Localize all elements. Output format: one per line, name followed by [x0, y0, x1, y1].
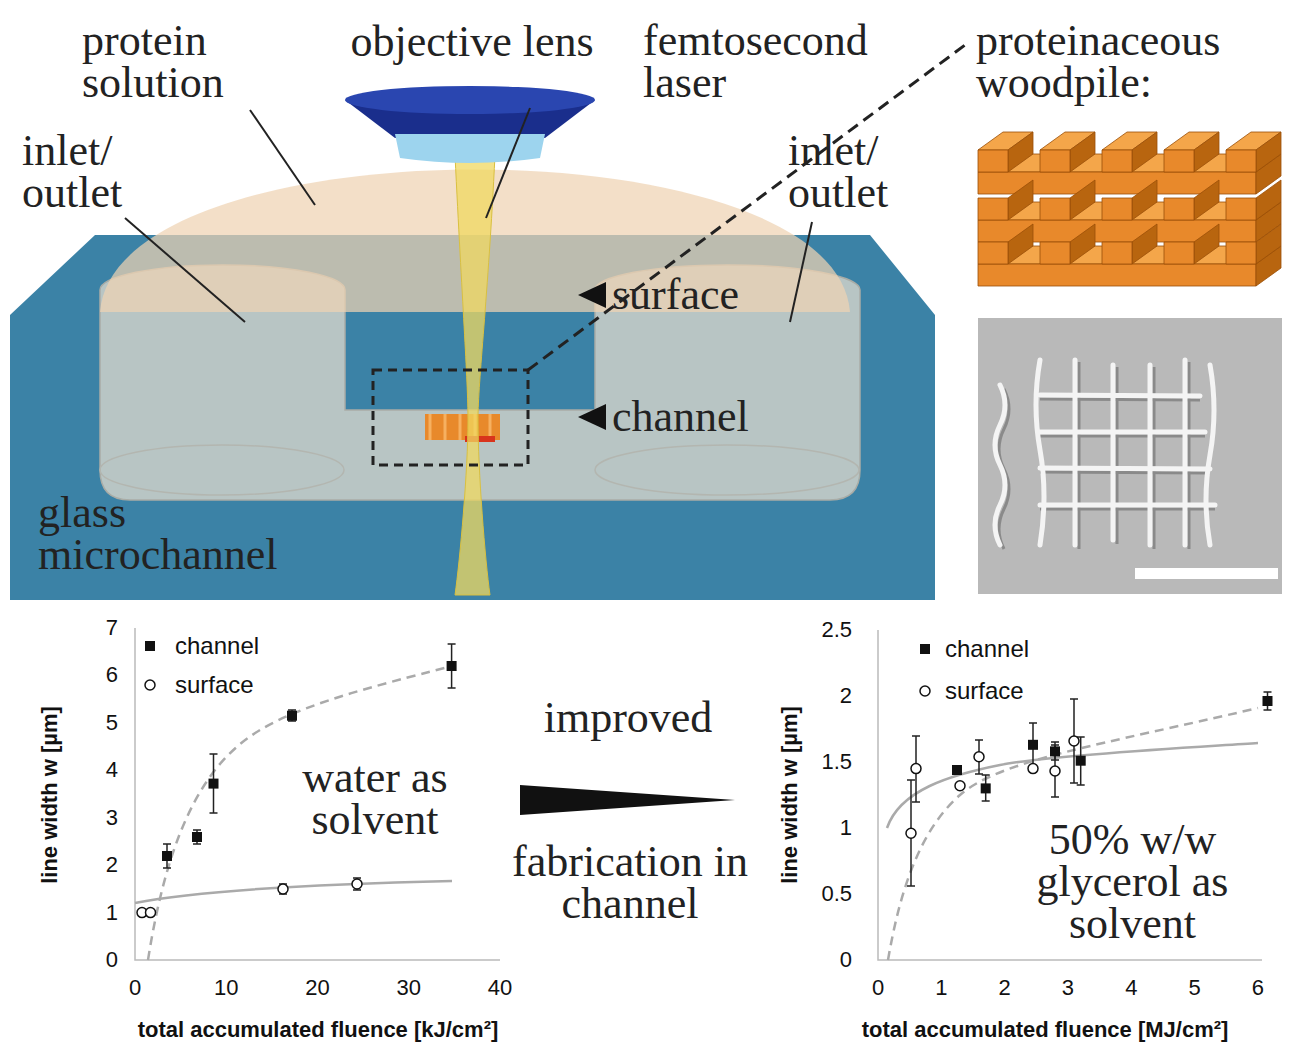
axis-title: line width w [µm]: [37, 706, 63, 884]
tick-label: 40: [488, 975, 512, 1001]
axis-title: total accumulated fluence [MJ/cm²]: [862, 1017, 1229, 1043]
pointer-triangle: [578, 404, 606, 430]
tick-label: 1: [935, 975, 947, 1001]
tick-label: 2: [106, 852, 118, 878]
tick-label: 4: [106, 757, 118, 783]
tick-label: 2.5: [821, 617, 852, 643]
callout-label: inlet/ outlet: [788, 130, 928, 214]
legend-label: surface: [175, 671, 254, 699]
callout-label: femtosecond laser: [643, 20, 933, 104]
tick-label: 2: [840, 683, 852, 709]
pointer-triangle: [578, 282, 606, 308]
legend-label: channel: [945, 635, 1029, 663]
leader-line: [125, 218, 245, 322]
tick-label: 3: [1062, 975, 1074, 1001]
chart-glycerol: [878, 630, 1273, 960]
chart-note: water as solvent: [265, 757, 485, 841]
callout-label: proteinaceous woodpile:: [976, 20, 1290, 104]
tick-label: 0.5: [821, 881, 852, 907]
tick-label: 5: [1189, 975, 1201, 1001]
callout-label: channel: [612, 396, 749, 438]
tick-label: 5: [106, 710, 118, 736]
laser-beam: [455, 155, 495, 595]
tick-label: 4: [1125, 975, 1137, 1001]
callout-label: protein solution: [82, 20, 282, 104]
tick-label: 7: [106, 615, 118, 641]
tick-label: 0: [872, 975, 884, 1001]
lens-front: [395, 134, 545, 163]
tick-label: 3: [106, 805, 118, 831]
axis-title: total accumulated fluence [kJ/cm²]: [138, 1017, 499, 1043]
chart-note: 50% w/w glycerol as solvent: [1010, 819, 1255, 945]
legend-label: channel: [175, 632, 259, 660]
lens-top: [345, 86, 595, 114]
inlet-bottom: [100, 445, 344, 495]
leader-line: [486, 108, 530, 218]
axis-title: line width w [µm]: [777, 706, 803, 884]
legend-label: surface: [945, 677, 1024, 705]
outlet-bottom: [595, 445, 859, 495]
tick-label: 1: [106, 900, 118, 926]
chart-note: improved: [544, 697, 713, 739]
tick-label: 1: [840, 815, 852, 841]
zoom-box: [373, 370, 528, 465]
tick-label: 0: [106, 947, 118, 973]
tick-label: 20: [305, 975, 329, 1001]
chart-water: [135, 628, 500, 960]
tick-label: 6: [106, 662, 118, 688]
callout-label: surface: [612, 274, 739, 316]
tick-label: 10: [214, 975, 238, 1001]
woodpile-illustration: [978, 132, 1281, 286]
callout-label: objective lens: [350, 21, 593, 63]
chart-note: fabrication in channel: [505, 841, 755, 925]
zoom-line: [528, 45, 965, 370]
tick-label: 1.5: [821, 749, 852, 775]
tick-label: 30: [397, 975, 421, 1001]
micrograph: [978, 318, 1282, 594]
callout-label: glass microchannel: [38, 492, 328, 576]
tick-label: 0: [840, 947, 852, 973]
leader-line: [250, 110, 315, 205]
tick-label: 2: [999, 975, 1011, 1001]
tick-label: 6: [1252, 975, 1264, 1001]
improvement-wedge: [520, 785, 735, 815]
callout-label: inlet/ outlet: [22, 130, 162, 214]
tick-label: 0: [129, 975, 141, 1001]
leader-line: [790, 222, 812, 322]
